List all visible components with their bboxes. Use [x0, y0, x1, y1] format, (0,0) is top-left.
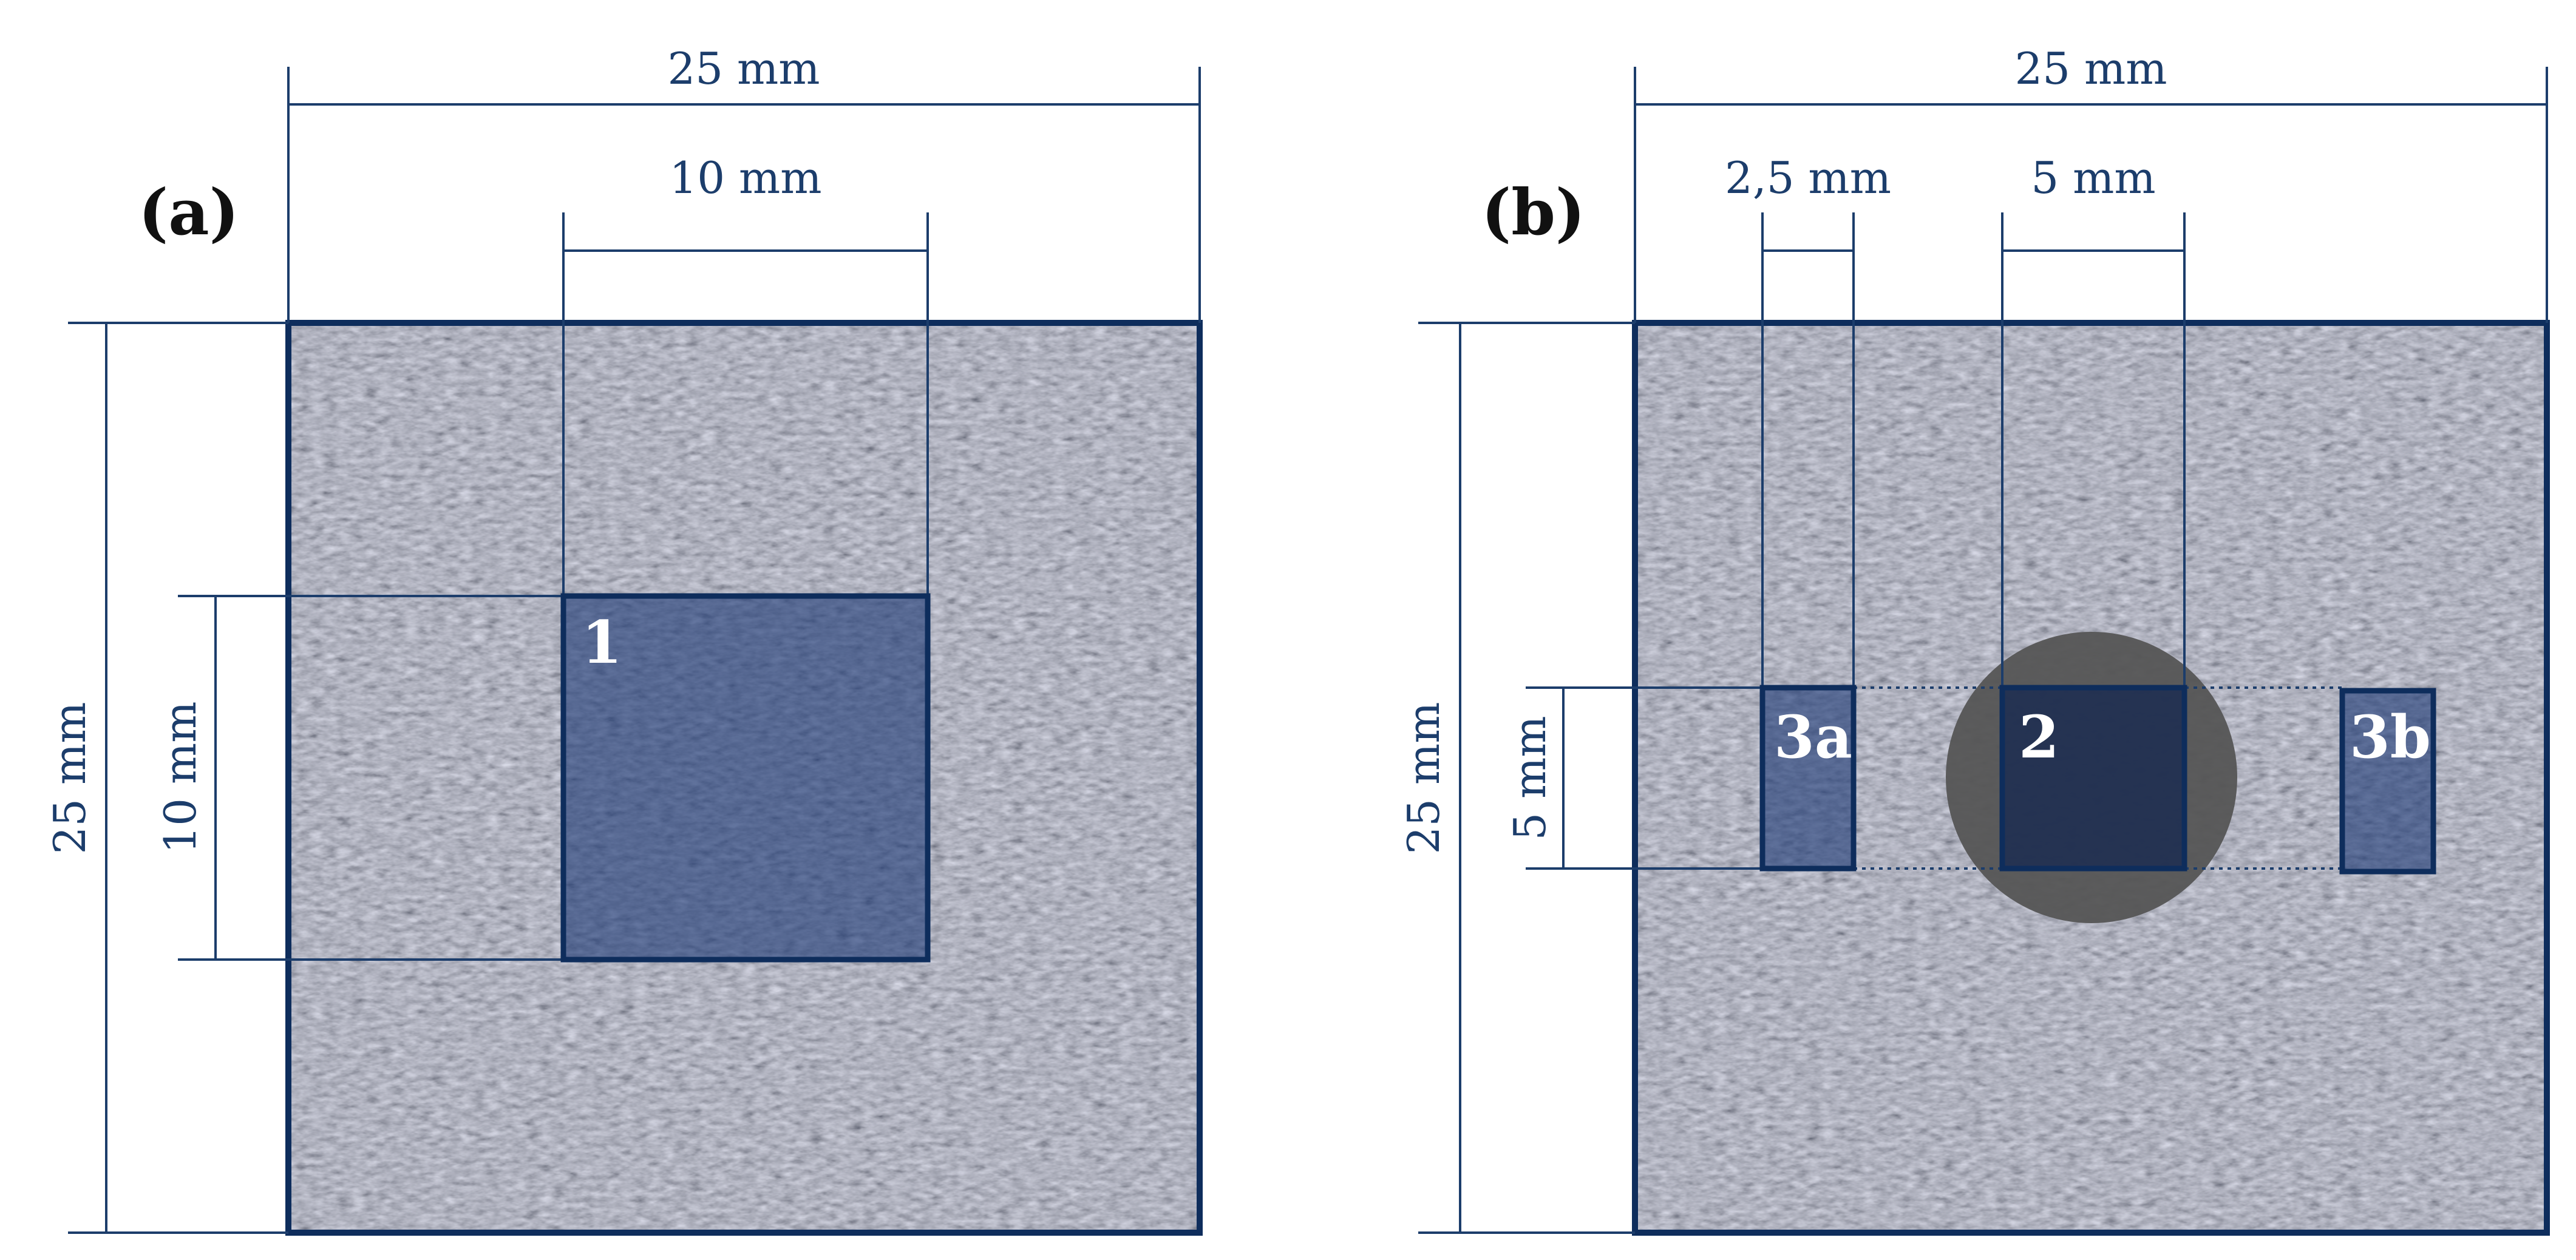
panel-b-roi2-width-label: 5 mm — [2031, 152, 2155, 203]
roi-2 — [1999, 685, 2187, 872]
panel-a-top-dim-label: 25 mm — [667, 43, 820, 94]
panel-b-roi-height-dim-label: 5 mm — [1504, 716, 1555, 840]
panel-a: (a) 25 mm 10 mm 25 mm 10 mm 1 — [44, 43, 1203, 1236]
panel-a-frame — [285, 320, 1203, 1236]
roi-3b-label: 3b — [2350, 703, 2431, 771]
panel-b-roi3-width-label: 2,5 mm — [1725, 152, 1891, 203]
roi-2-label: 2 — [2019, 703, 2059, 771]
roi-3a — [1759, 685, 1857, 872]
panel-a-roi-height-dim-label: 10 mm — [155, 701, 206, 853]
roi-1 — [560, 593, 931, 963]
panel-b-frame — [1632, 320, 2550, 1236]
panel-b-left-dim-label: 25 mm — [1398, 702, 1449, 854]
panel-a-label: (a) — [138, 175, 239, 249]
panel-b-label: (b) — [1481, 175, 1585, 249]
roi-3a-label: 3a — [1774, 703, 1852, 771]
roi-1-label: 1 — [582, 608, 622, 677]
panel-a-inner-dim-label: 10 mm — [669, 152, 821, 203]
roi-3b — [2339, 688, 2436, 875]
panel-b: (b) 25 mm 2,5 mm 5 mm 25 mm 5 mm — [1398, 43, 2550, 1236]
panel-b-top-dim-label: 25 mm — [2014, 43, 2167, 94]
panel-a-left-dim-label: 25 mm — [44, 702, 95, 854]
